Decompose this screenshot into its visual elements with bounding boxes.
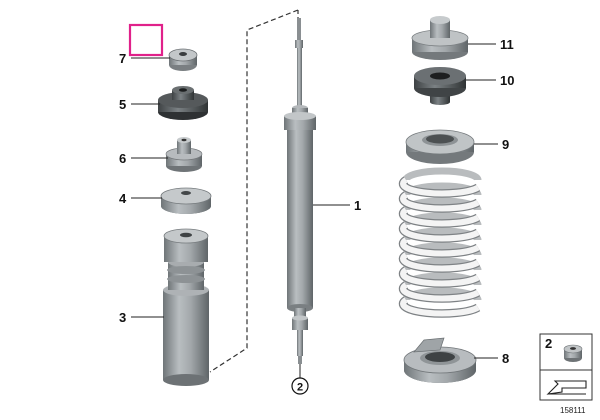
spring-coil-front: [400, 177, 480, 197]
part-9-drawing: [405, 129, 475, 164]
part-4-drawing: [160, 187, 212, 214]
spring-coil-front: [400, 222, 480, 242]
catalog-number: 158111: [560, 406, 586, 415]
callout-11: 11: [500, 37, 514, 52]
part-8-drawing: [403, 337, 477, 383]
callout-8: 8: [502, 351, 509, 366]
callout-10: 10: [500, 73, 514, 88]
spring-coil-front: [400, 207, 480, 227]
legend-box: 2: [539, 333, 593, 401]
assembly-bracket: [209, 9, 299, 373]
legend-number: 2: [545, 336, 552, 351]
coil-spring-drawing: [398, 167, 482, 318]
callout-5: 5: [119, 97, 126, 112]
callout-1: 1: [354, 198, 361, 213]
part-1-drawing: [284, 18, 316, 364]
nut-icon: [563, 344, 583, 362]
callout-9: 9: [502, 137, 509, 152]
spring-coil-front: [400, 297, 480, 317]
part-10-drawing: [414, 67, 466, 105]
part-3-drawing: [163, 228, 209, 386]
callout-7: 7: [119, 51, 126, 66]
spring-coil-front: [400, 252, 480, 272]
callout-4: 4: [119, 191, 127, 206]
circled-reference: 2: [291, 377, 309, 395]
part-6-drawing: [165, 137, 203, 172]
callout-6: 6: [119, 151, 126, 166]
spring-coil-front: [400, 267, 480, 287]
spring-coil-back: [402, 167, 482, 182]
part-7-drawing: [168, 48, 198, 71]
arrow-icon: [546, 380, 587, 395]
circled-reference-label: 2: [297, 382, 303, 394]
spring-coil-front: [400, 282, 480, 302]
part-11-drawing: [411, 16, 469, 60]
highlight-box: [128, 23, 164, 57]
callout-3: 3: [119, 310, 126, 325]
spring-coil-front: [400, 192, 480, 212]
part-5-drawing: [158, 86, 208, 120]
spring-coil-front: [400, 237, 480, 257]
